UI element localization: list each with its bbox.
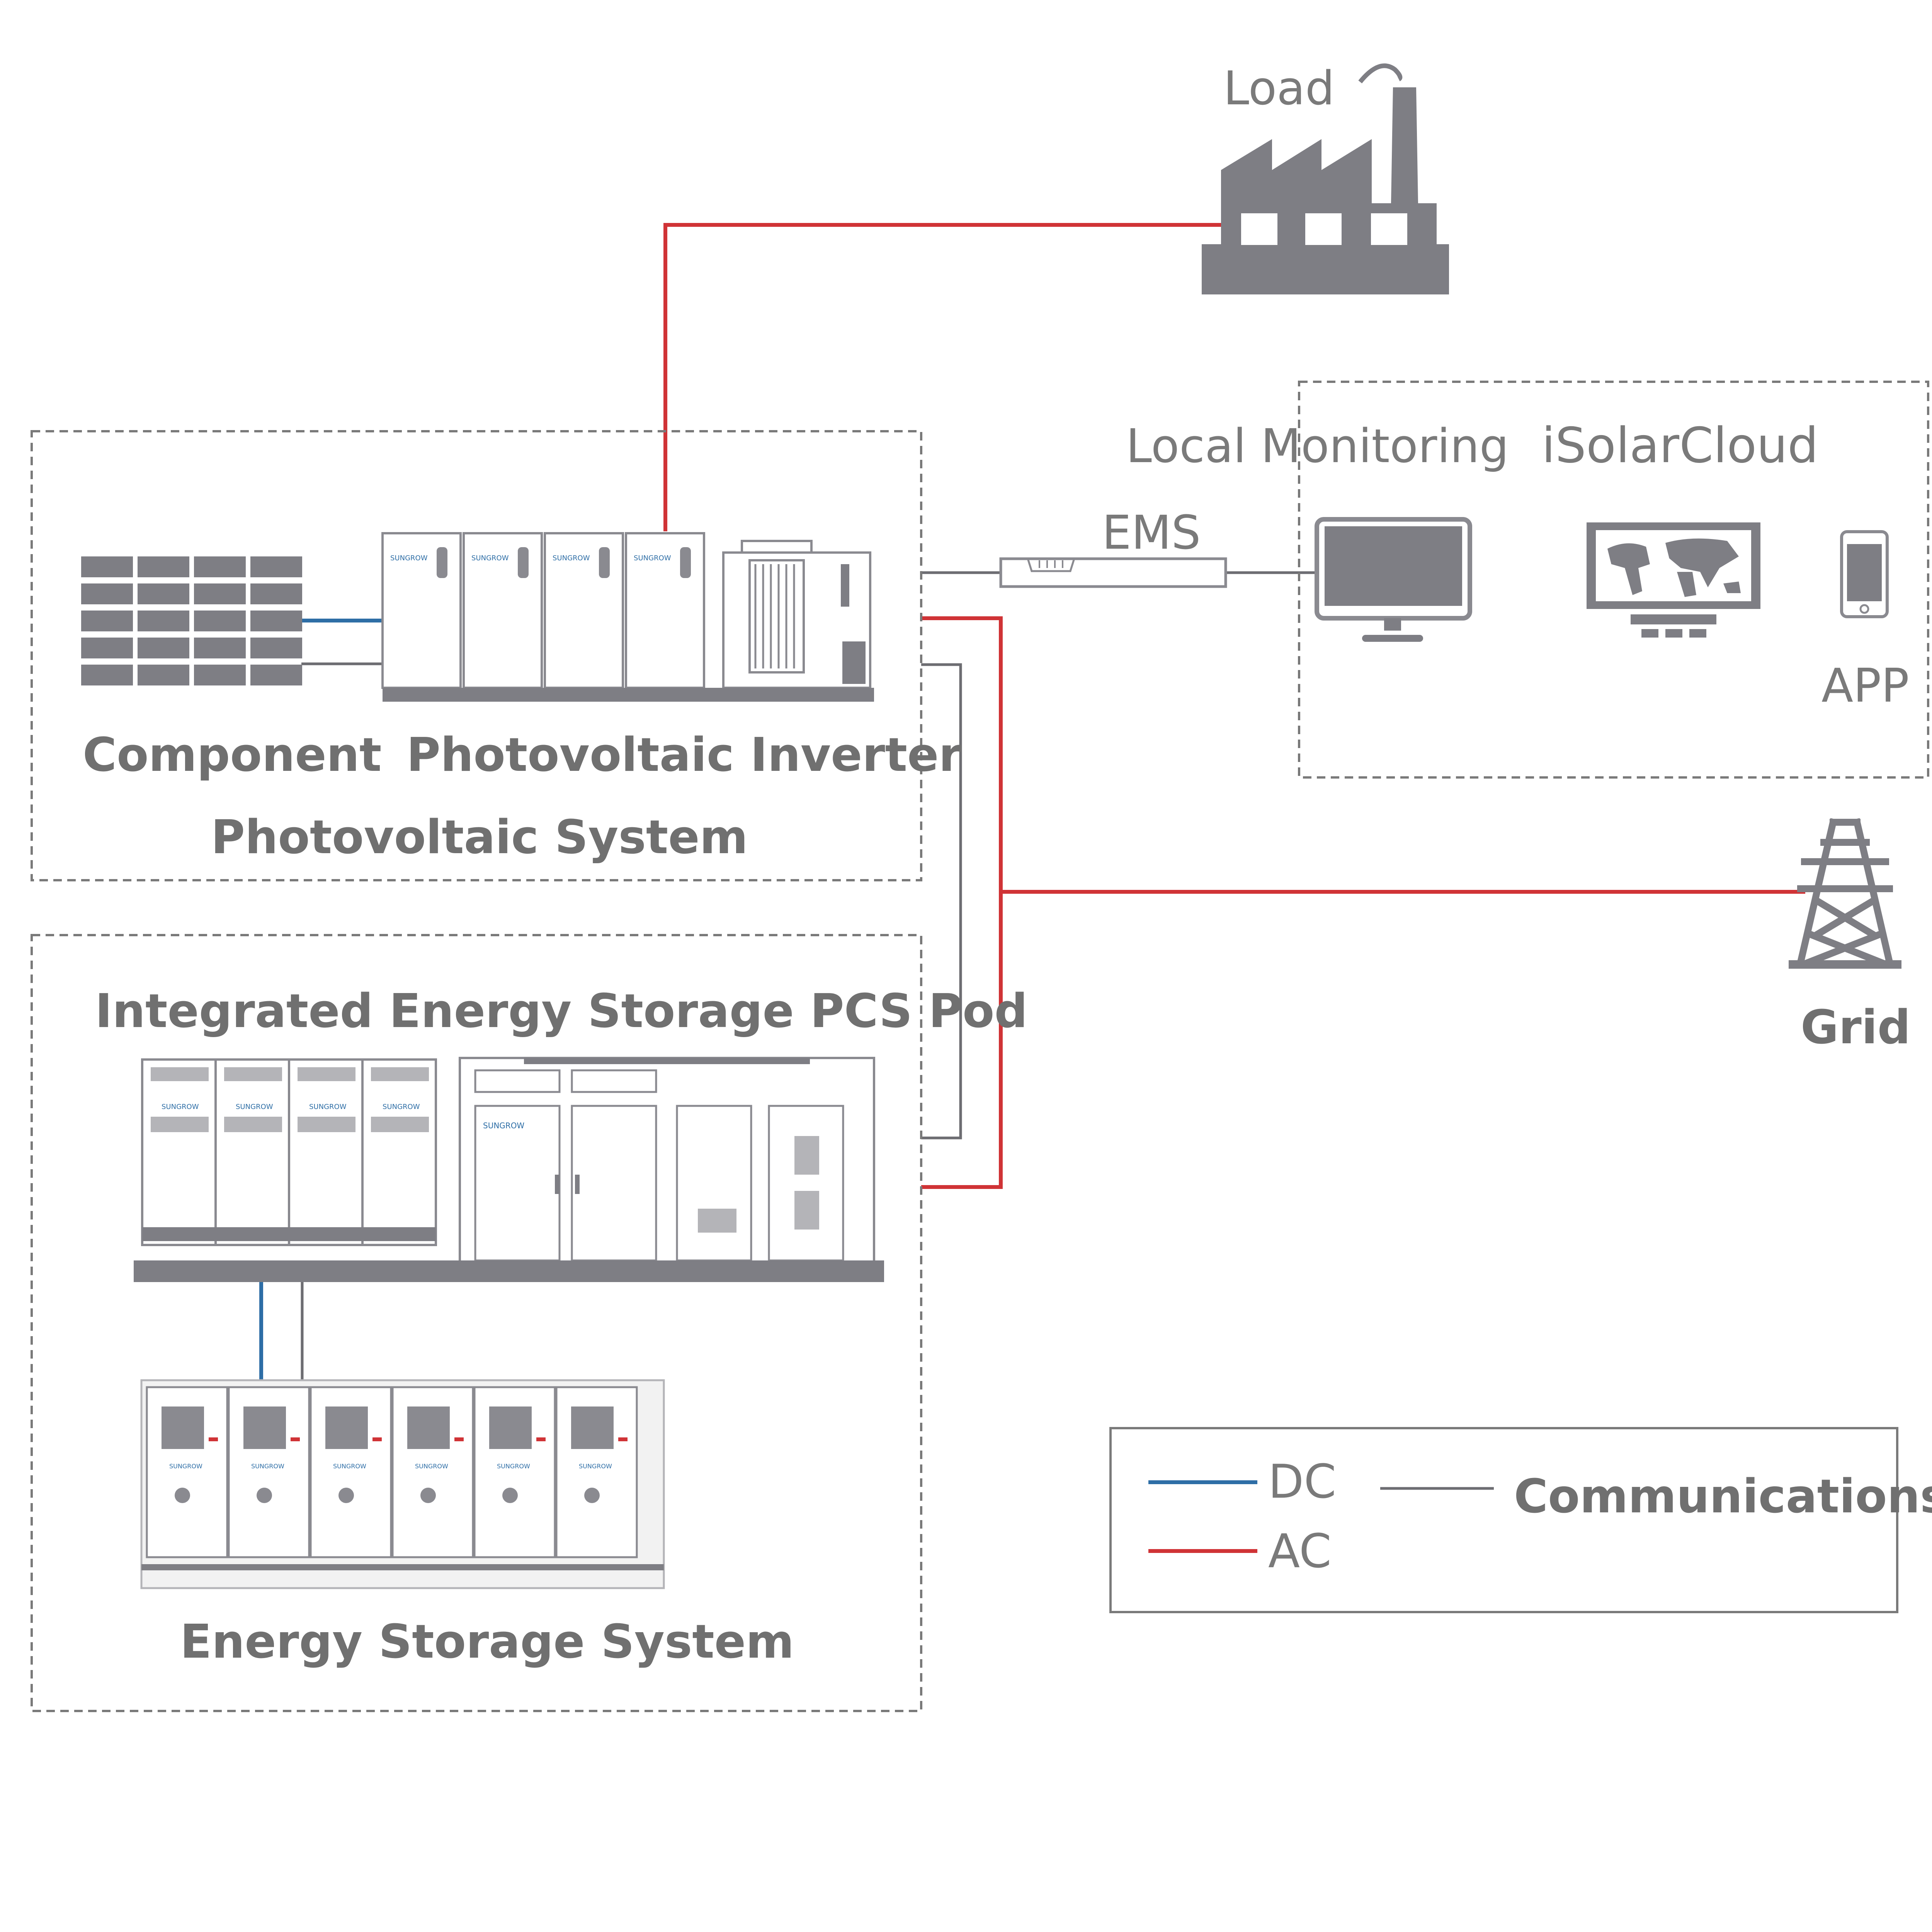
- ac-line-pv-to-bus: [921, 616, 1003, 1189]
- battery-unit-brand: SUNGROW: [333, 1463, 366, 1470]
- ems-device-icon: [999, 557, 1227, 588]
- pcs-brand-3: SUNGROW: [309, 1103, 347, 1111]
- battery-unit-brand: SUNGROW: [169, 1463, 202, 1470]
- ems-label: EMS: [1102, 506, 1201, 560]
- monitor-icon: [1315, 517, 1472, 642]
- battery-unit-brand: SUNGROW: [497, 1463, 530, 1470]
- transformer-icon: [722, 540, 871, 689]
- legend: DC AC Communications: [1109, 1427, 1932, 1613]
- com-line-pv-pcs: [921, 663, 962, 1139]
- pcs-container-brand: SUNGROW: [483, 1121, 524, 1130]
- legend-dc-label: DC: [1268, 1455, 1336, 1509]
- ac-line-inverter-load: [663, 223, 1221, 531]
- component-label: Component: [83, 728, 382, 782]
- inverter-brand-1: SUNGROW: [390, 554, 428, 562]
- battery-unit: SUNGROW: [228, 1386, 310, 1558]
- factory-icon: [1202, 63, 1449, 294]
- ess-label: Energy Storage System: [180, 1615, 794, 1669]
- legend-communications-label: Communications: [1514, 1470, 1932, 1524]
- pv-inverter-label: Photovoltaic Inverter: [406, 728, 962, 782]
- pcs-pod-label: Integrated Energy Storage PCS Pod: [95, 985, 1027, 1038]
- inverter-brand-3: SUNGROW: [553, 554, 590, 562]
- pcs-brand-4: SUNGROW: [383, 1103, 420, 1111]
- battery-unit-brand: SUNGROW: [415, 1463, 448, 1470]
- battery-unit: SUNGROW: [555, 1386, 638, 1558]
- pv-system-label: Photovoltaic System: [211, 811, 748, 864]
- cloud-monitoring-box: [1298, 381, 1929, 779]
- battery-unit: SUNGROW: [146, 1386, 228, 1558]
- isolarcloud-label: iSolarCloud: [1542, 417, 1818, 474]
- grid-label: Grid: [1801, 1001, 1911, 1054]
- pcs-brand-2: SUNGROW: [236, 1103, 273, 1111]
- world-map-screen-icon: [1587, 522, 1760, 638]
- ess-system-box: [31, 934, 922, 1712]
- pcs-base: [134, 1260, 884, 1282]
- local-monitoring-label: Local Monitoring: [1126, 420, 1509, 473]
- battery-unit-brand: SUNGROW: [251, 1463, 284, 1470]
- battery-unit-brand: SUNGROW: [579, 1463, 612, 1470]
- pcs-brand-1: SUNGROW: [162, 1103, 199, 1111]
- load-label: Load: [1223, 62, 1335, 116]
- pcs-cabinet-icon: SUNGROW SUNGROW SUNGROW SUNGROW SUNGROW: [141, 1057, 875, 1264]
- legend-ac-label: AC: [1268, 1525, 1332, 1578]
- inverter-brand-4: SUNGROW: [634, 554, 671, 562]
- phone-icon: [1840, 530, 1889, 618]
- battery-unit: SUNGROW: [391, 1386, 474, 1558]
- inverter-brand-2: SUNGROW: [471, 554, 509, 562]
- pv-system-box: [31, 430, 922, 881]
- battery-unit: SUNGROW: [473, 1386, 556, 1558]
- solar-panel-icon: [81, 556, 302, 685]
- battery-container-icon: SUNGROW SUNGROW SUNGROW SUNGROW SUNGROW SUNGR…: [140, 1379, 665, 1589]
- app-label: APP: [1821, 659, 1909, 713]
- pv-equipment-base: [383, 688, 874, 702]
- pylon-icon: [1789, 818, 1901, 969]
- inverter-icon: SUNGROW SUNGROW SUNGROW SUNGROW: [381, 532, 705, 689]
- battery-unit: SUNGROW: [310, 1386, 392, 1558]
